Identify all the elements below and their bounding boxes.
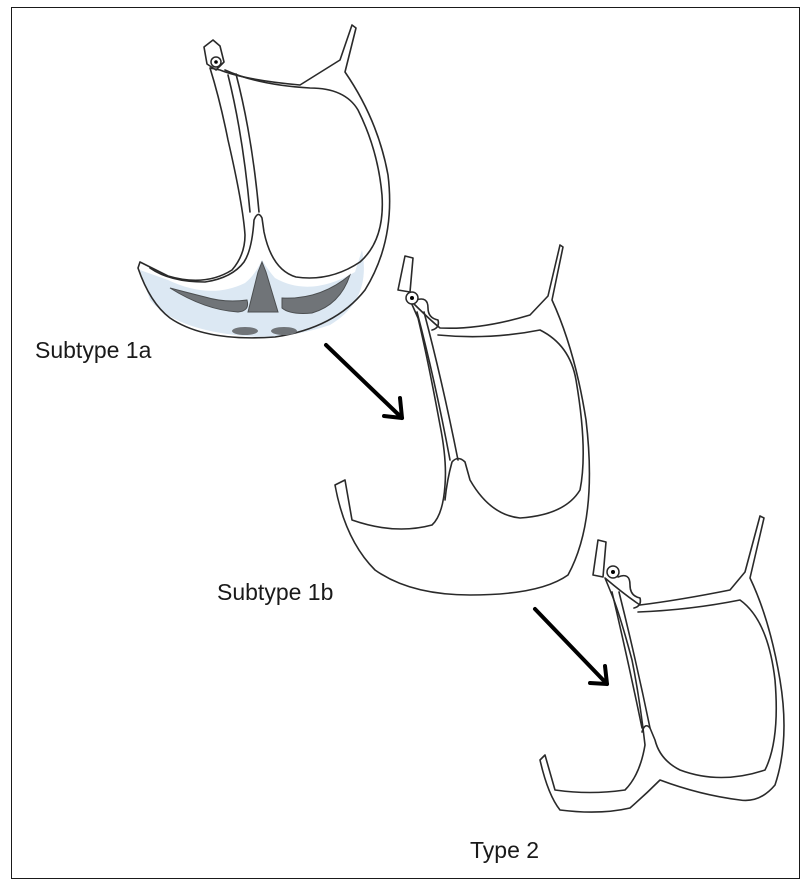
stage-subtype-1a: Subtype 1a	[35, 25, 390, 363]
arrow-1	[326, 345, 402, 418]
stage-type-2: Type 2	[470, 516, 784, 863]
subtype-1b-inner-outline	[438, 330, 583, 518]
arrow-2	[535, 609, 607, 684]
subtype-1a-septum	[228, 74, 259, 212]
label-type-2: Type 2	[470, 837, 539, 863]
label-subtype-1a: Subtype 1a	[35, 337, 152, 363]
subtype-1b-septum	[417, 312, 458, 460]
subtype-1a-lower-blob-right	[271, 327, 297, 335]
subtype-1b-outline	[335, 245, 589, 595]
type-2-outline	[540, 516, 784, 812]
subtype-1a-inner-outline	[150, 70, 382, 282]
subtype-1a-lower-blob-left	[232, 327, 258, 335]
label-subtype-1b: Subtype 1b	[217, 579, 333, 605]
type-2-inner-outline	[638, 600, 776, 778]
